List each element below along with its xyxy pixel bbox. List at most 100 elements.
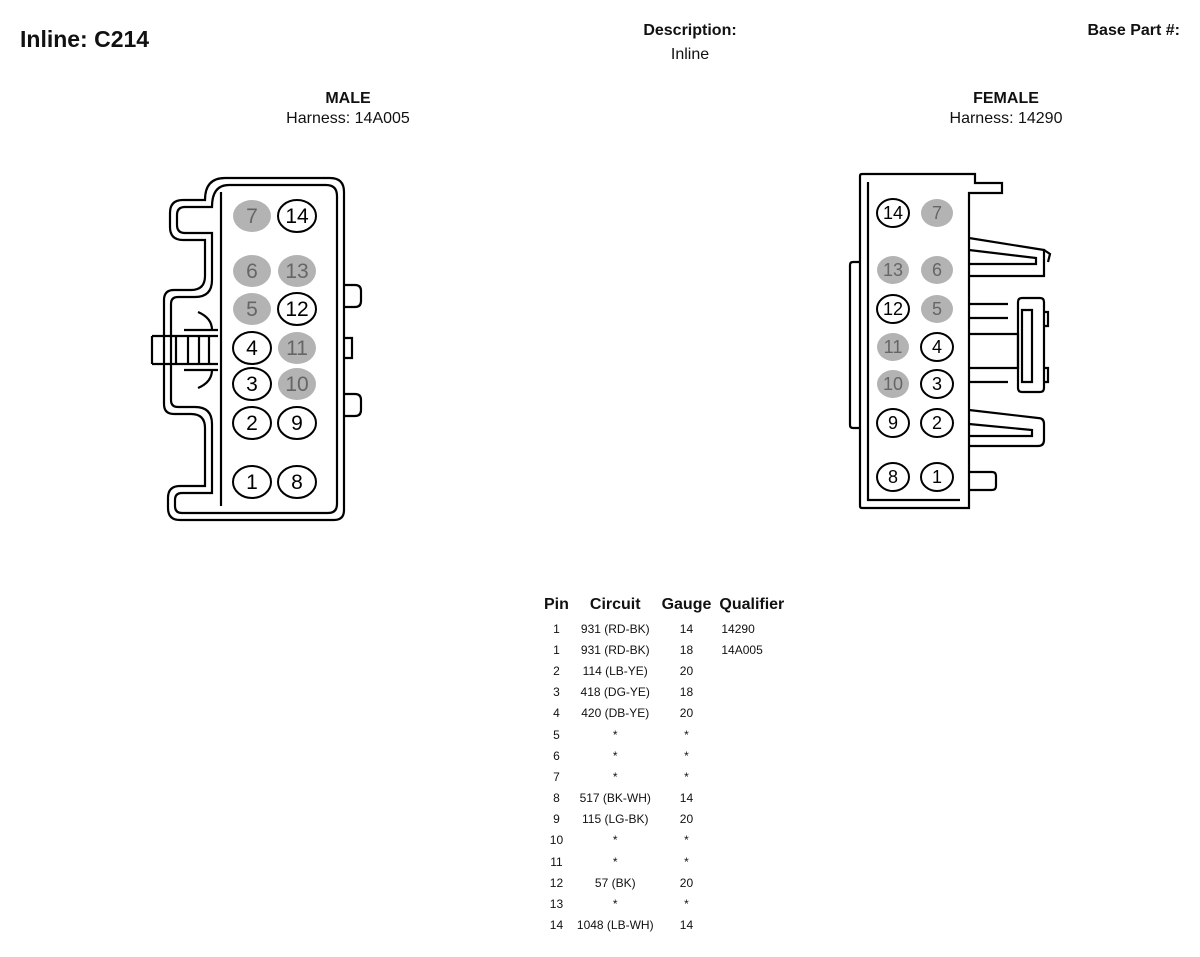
table-cell-qualifier bbox=[715, 724, 788, 745]
table-cell-gauge: 20 bbox=[679, 875, 694, 890]
circuit-column-header: Circuit bbox=[589, 596, 641, 613]
female-pin-label-1: 1 bbox=[932, 467, 942, 487]
male-pin-3 bbox=[232, 367, 272, 401]
female-pin-8 bbox=[876, 462, 910, 492]
female-pin-2 bbox=[920, 408, 954, 438]
table-cell-pin: 5 bbox=[553, 727, 560, 742]
male-pin-14 bbox=[277, 199, 317, 233]
table-cell-gauge: 20 bbox=[679, 706, 694, 721]
table-cell-qualifier: 14290 bbox=[721, 621, 755, 636]
table-cell-circuit: * bbox=[612, 854, 618, 869]
table-cell-pin: 12 bbox=[549, 875, 564, 890]
table-cell-pin: 11 bbox=[550, 854, 563, 869]
table-cell-circuit: 1048 (LB-WH) bbox=[576, 918, 654, 933]
male-pin-10 bbox=[278, 368, 316, 400]
table-cell-pin: 2 bbox=[553, 663, 560, 678]
table-row: 10** bbox=[540, 830, 788, 851]
table-row: 6** bbox=[540, 745, 788, 766]
female-pin-label-8: 8 bbox=[888, 467, 898, 487]
table-cell-gauge: * bbox=[684, 748, 689, 763]
table-row: 5 * * bbox=[540, 724, 788, 745]
female-pin-label-12: 12 bbox=[883, 299, 903, 319]
table-cell-circuit: 517 (BK-WH) bbox=[579, 791, 651, 806]
table-cell-qualifier bbox=[715, 745, 788, 766]
male-pin-1 bbox=[232, 465, 272, 499]
table-cell-circuit: 931 (RD-BK) bbox=[580, 642, 650, 657]
male-harness: Harness: 14A005 bbox=[286, 110, 410, 127]
male-pin-13 bbox=[278, 255, 316, 287]
table-cell-qualifier bbox=[715, 660, 788, 681]
table-cell-circuit: * bbox=[612, 748, 618, 763]
table-cell-pin: 7 bbox=[553, 769, 560, 784]
table-cell-gauge: 14 bbox=[679, 791, 694, 806]
female-pin-label-7: 7 bbox=[932, 203, 942, 223]
male-pin-12 bbox=[277, 292, 317, 326]
table-cell-qualifier bbox=[715, 915, 788, 936]
female-pin-11 bbox=[877, 333, 909, 361]
male-pin-label-5: 5 bbox=[246, 298, 258, 321]
male-pin-6 bbox=[233, 255, 271, 287]
male-pin-4 bbox=[232, 331, 272, 365]
female-pin-label-4: 4 bbox=[932, 337, 942, 357]
male-pin-9 bbox=[277, 406, 317, 440]
table-cell-pin: 9 bbox=[553, 812, 560, 827]
female-pin-label-13: 13 bbox=[883, 260, 903, 280]
table-cell-pin: 1 bbox=[553, 642, 560, 657]
male-pin-7 bbox=[233, 200, 271, 232]
table-cell-qualifier bbox=[715, 788, 788, 809]
male-pin-label-13: 13 bbox=[285, 260, 308, 283]
qualifier-column-header: Qualifier bbox=[719, 596, 785, 613]
table-cell-gauge: * bbox=[684, 833, 689, 848]
male-pin-label-9: 9 bbox=[291, 412, 303, 435]
female-pin-5 bbox=[921, 295, 953, 323]
female-pin-9 bbox=[876, 408, 910, 438]
male-pin-label-11: 11 bbox=[286, 337, 308, 360]
table-cell-gauge: 18 bbox=[679, 685, 694, 700]
table-cell-circuit: * bbox=[612, 769, 618, 784]
gauge-column-header: Gauge bbox=[661, 596, 712, 613]
female-pin-1 bbox=[920, 462, 954, 492]
table-row: 7** bbox=[540, 766, 788, 787]
table-cell-circuit: * bbox=[612, 833, 618, 848]
table-cell-gauge: 20 bbox=[679, 812, 694, 827]
table-cell-circuit: 114 (LB-YE) bbox=[582, 663, 648, 678]
table-cell-qualifier bbox=[715, 809, 788, 830]
table-cell-circuit: 420 (DB-YE) bbox=[581, 706, 650, 721]
connector-title: Inline: C214 bbox=[20, 26, 150, 52]
table-cell-qualifier bbox=[715, 830, 788, 851]
table-cell-circuit: 115 (LG-BK) bbox=[582, 812, 649, 827]
table-cell-gauge: * bbox=[684, 727, 689, 742]
male-pin-label-12: 12 bbox=[285, 298, 308, 321]
table-cell-gauge: * bbox=[684, 854, 689, 869]
pin-table: Pin Circuit Gauge Qualifier 1 931 (RD-BK)… bbox=[540, 596, 788, 936]
male-pin-2 bbox=[232, 406, 272, 440]
female-pin-10 bbox=[877, 370, 909, 398]
table-cell-qualifier bbox=[715, 766, 788, 787]
female-pin-label-6: 6 bbox=[932, 260, 942, 280]
table-cell-qualifier bbox=[715, 703, 788, 724]
table-cell-pin: 13 bbox=[549, 897, 564, 912]
male-pin-label-10: 10 bbox=[285, 373, 308, 396]
female-connector-outline bbox=[848, 172, 1052, 510]
female-pin-4 bbox=[920, 332, 954, 362]
female-pin-12 bbox=[876, 294, 910, 324]
pin-table-header-row: Pin Circuit Gauge Qualifier bbox=[540, 596, 788, 618]
description-value: Inline bbox=[670, 46, 710, 63]
female-harness: Harness: 14290 bbox=[949, 110, 1063, 127]
male-pin-label-8: 8 bbox=[291, 471, 303, 494]
table-cell-gauge: 18 bbox=[679, 642, 694, 657]
table-row: 9 115 (LG-BK) 20 bbox=[540, 809, 788, 830]
table-cell-qualifier bbox=[715, 682, 788, 703]
table-cell-qualifier bbox=[715, 872, 788, 893]
male-pin-label-7: 7 bbox=[246, 205, 258, 228]
female-pin-label-3: 3 bbox=[932, 374, 942, 394]
table-cell-circuit: * bbox=[612, 727, 618, 742]
female-pin-label-11: 11 bbox=[884, 337, 903, 357]
male-pin-8 bbox=[277, 465, 317, 499]
